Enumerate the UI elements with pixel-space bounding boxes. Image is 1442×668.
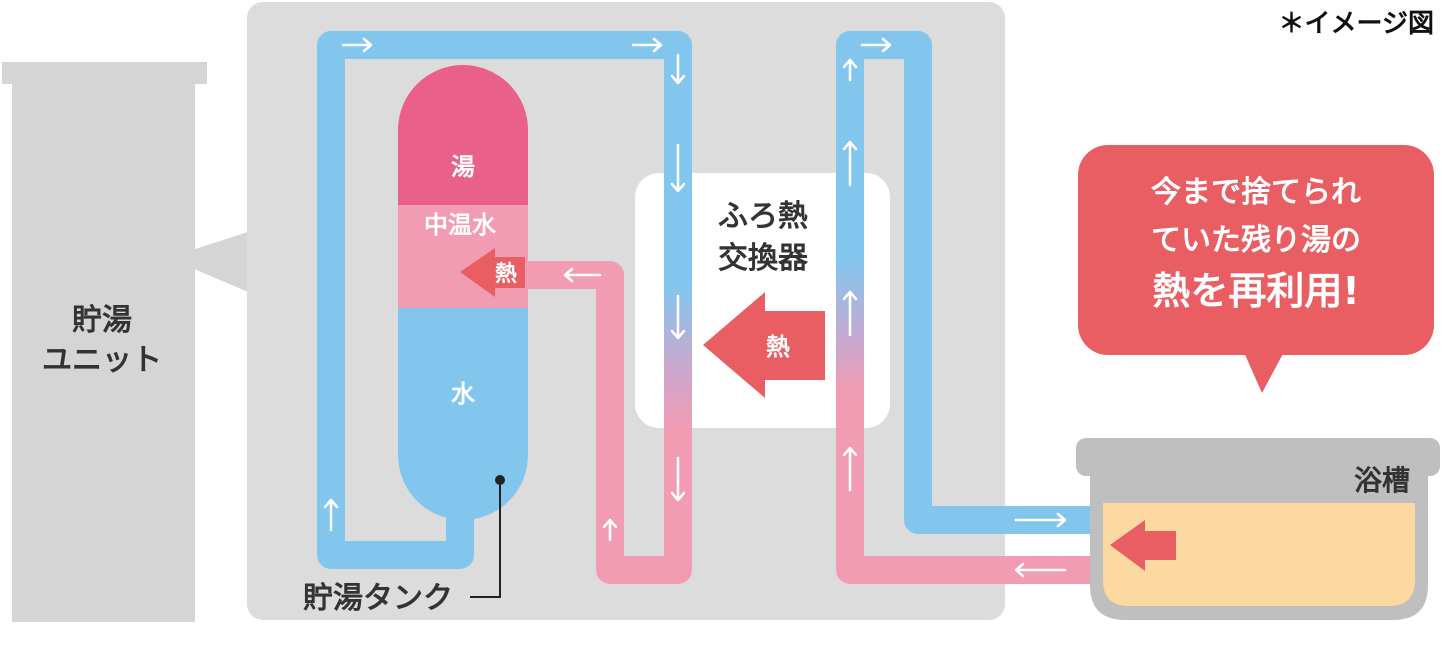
bathtub: 浴槽 [1076,438,1440,620]
bathtub-label: 浴槽 [1354,464,1410,497]
tank-mid-zone [398,205,528,308]
image-note: ＊イメージ図 [1279,9,1434,39]
exchanger-heat-label: 熱 [766,333,790,361]
tank-caption-label: 貯湯タンク [303,581,453,616]
tank-heat-label: 熱 [495,261,517,287]
blue-pipe-bath-supply [836,31,1095,534]
system-panel [247,2,1005,620]
exchanger-label-line2: 交換器 [718,241,809,276]
bathtub-water [1103,503,1415,606]
callout-line1: 今まで捨てられ [1151,175,1361,210]
tank-mid-label: 中温水 [424,211,497,239]
unit-label-line1: 貯湯 [72,303,132,338]
bath-heat-arrow [1110,520,1176,571]
tank-hot-zone [398,65,528,205]
callout-line2: ていた残り湯の [1151,223,1361,258]
bathtub-rim [1076,438,1440,476]
tank-caption: 貯湯タンク [303,475,505,616]
unit-label-line2: ユニット [42,343,162,378]
exchanger-heat-arrow: 熱 [703,292,825,398]
tank-water-label: 水 [451,380,476,408]
flow-arrows [323,37,1067,578]
storage-unit: 貯湯 ユニット [2,62,248,622]
exchanger-label-line1: ふろ熱 [718,199,808,234]
tank-water-zone [398,308,528,520]
callout-bubble: 今まで捨てられ ていた残り湯の 熱を再利用! [1078,145,1434,393]
storage-tank: 湯 中温水 水 [398,65,528,540]
callout-line3: 熱を再利用! [1152,269,1359,313]
tank-hot-label: 湯 [451,153,475,181]
tank-heat-arrow: 熱 [460,248,525,297]
